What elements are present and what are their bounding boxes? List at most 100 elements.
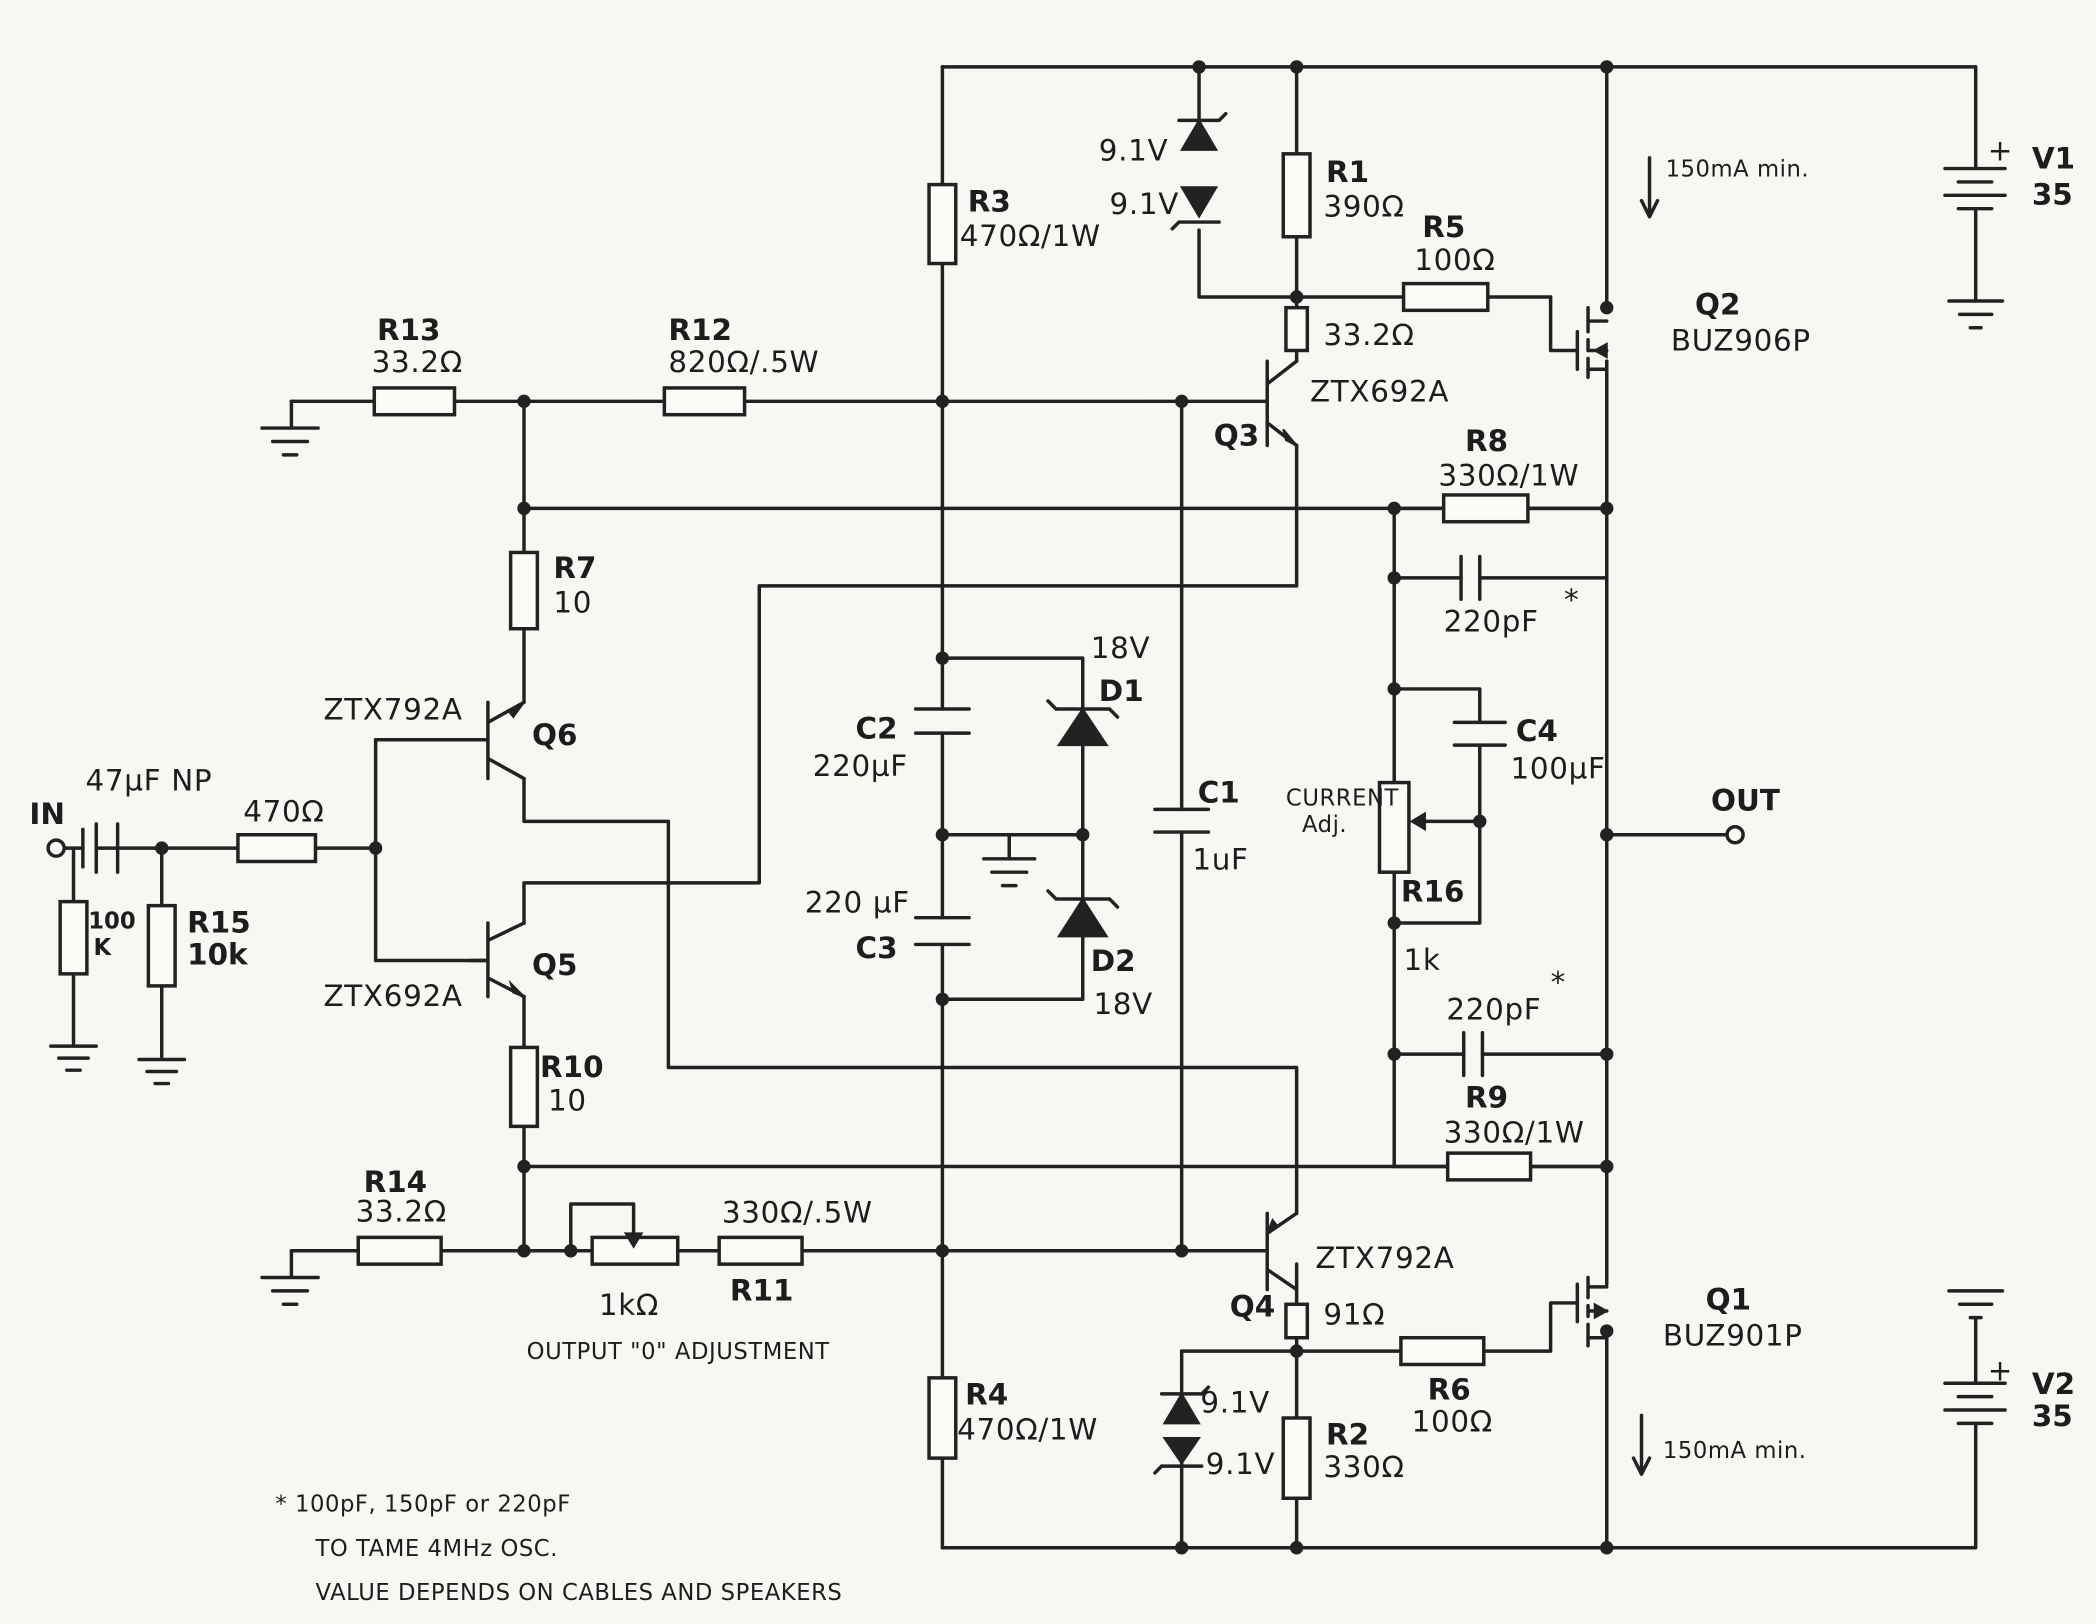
label-c4: C4 <box>1516 714 1558 748</box>
resistor-r2 <box>1281 1416 1312 1500</box>
resistor-q4-emitter <box>1284 1302 1310 1340</box>
ground-symbols <box>49 299 2005 1320</box>
label-c2-value: 220µF <box>813 749 908 783</box>
label-v1-value: 35 <box>2032 178 2073 212</box>
ground-icon <box>260 426 320 457</box>
label-r14-value: 33.2Ω <box>356 1194 447 1228</box>
label-r2-value: 330Ω <box>1323 1450 1404 1484</box>
label-r13: R13 <box>377 313 441 347</box>
label-r10-value: 10 <box>548 1083 587 1117</box>
v2-plus: + <box>1988 1354 2013 1388</box>
resistors <box>58 152 1533 1500</box>
capacitors <box>81 554 1507 1078</box>
label-c2: C2 <box>856 711 898 745</box>
zener-d1 <box>1046 699 1120 747</box>
label-d2: D2 <box>1091 944 1136 978</box>
label-r7-value: 10 <box>553 586 592 620</box>
label-q6: Q6 <box>532 718 577 752</box>
label-r3-value: 470Ω/1W <box>960 219 1101 253</box>
capacitor-c2 <box>913 707 971 735</box>
label-q5: Q5 <box>532 948 577 982</box>
label-r4: R4 <box>965 1378 1008 1412</box>
transistors <box>468 359 1299 1292</box>
capacitor-input-47uf <box>81 822 120 874</box>
label-c3: C3 <box>856 931 898 965</box>
label-in: IN <box>29 797 65 831</box>
label-r1-value: 390Ω <box>1323 190 1404 224</box>
battery-v2: + <box>1943 1315 2013 1476</box>
input-terminal <box>46 838 66 858</box>
note-line-2: TO TAME 4MHz OSC. <box>314 1536 558 1562</box>
resistor-r10 <box>508 1045 540 1129</box>
label-current-adj-1: CURRENT <box>1286 785 1399 811</box>
label-v1: V1 <box>2032 142 2075 176</box>
label-r10: R10 <box>540 1050 604 1084</box>
resistor-470-input <box>236 833 318 864</box>
capacitor-cf-bottom <box>1461 1030 1485 1078</box>
resistor-r1 <box>1281 152 1312 239</box>
ground-icon <box>982 857 1037 888</box>
label-q1: Q1 <box>1706 1283 1751 1317</box>
label-r9-value: 330Ω/1W <box>1444 1115 1585 1149</box>
label-r2: R2 <box>1326 1418 1369 1452</box>
label-c1: C1 <box>1198 776 1240 810</box>
potentiometer-wipers <box>623 811 1426 1249</box>
label-cf-bottom-star: * <box>1551 966 1566 1000</box>
label-q3: Q3 <box>1214 418 1259 452</box>
label-q6-type: ZTX792A <box>323 693 462 727</box>
battery-v1: + <box>1943 134 2013 303</box>
zener-top-1 <box>1177 111 1228 151</box>
resistor-r14 <box>356 1235 443 1266</box>
label-q1-type: BUZ901P <box>1663 1319 1803 1353</box>
label-r11: R11 <box>730 1273 794 1307</box>
label-cf-top-star: * <box>1564 583 1579 617</box>
resistor-r16 <box>1377 780 1411 874</box>
resistor-r15 <box>146 903 177 988</box>
label-r6: R6 <box>1428 1372 1471 1406</box>
label-zener-top-1: 9.1V <box>1099 134 1169 168</box>
batteries: + + <box>1943 134 2013 1476</box>
transistor-q6 <box>468 700 526 781</box>
resistor-100k <box>58 899 89 976</box>
capacitor-c4 <box>1452 720 1507 747</box>
label-c4-value: 100µF <box>1511 752 1606 786</box>
label-r16-value: 1k <box>1404 943 1441 977</box>
mosfet-q2 <box>1575 305 1609 379</box>
label-cf-bottom: 220pF <box>1446 992 1541 1026</box>
label-q4: Q4 <box>1230 1289 1275 1323</box>
label-r9: R9 <box>1465 1081 1508 1115</box>
ground-icon <box>49 1044 98 1072</box>
label-100k-a: 100 <box>88 908 135 934</box>
zener-bottom-2 <box>1153 1437 1204 1475</box>
label-r15: R15 <box>187 905 251 939</box>
resistor-r6 <box>1399 1335 1486 1367</box>
resistor-r9 <box>1445 1151 1533 1182</box>
label-r15-value: 10k <box>187 937 249 971</box>
resistor-r12 <box>662 386 747 417</box>
label-r16: R16 <box>1401 875 1465 909</box>
labels: IN OUT 47µF NP 470Ω 100 K R15 10k R13 33… <box>29 134 2075 1606</box>
label-q4-type: ZTX792A <box>1315 1241 1454 1275</box>
label-r11-value: 330Ω/.5W <box>722 1196 873 1230</box>
label-r8-value: 330Ω/1W <box>1438 459 1579 493</box>
diodes <box>1046 111 1228 1475</box>
mosfet-q1 <box>1575 1275 1609 1348</box>
label-q5-type: ZTX692A <box>323 979 462 1013</box>
label-pot: 1kΩ <box>599 1288 659 1322</box>
label-q3-emitter-resistor: 33.2Ω <box>1323 318 1414 352</box>
arrow-down-icon <box>1639 156 1660 219</box>
v1-plus: + <box>1988 134 2013 168</box>
resistor-q3-emitter <box>1284 305 1310 353</box>
note-line-3: VALUE DEPENDS ON CABLES AND SPEAKERS <box>315 1580 842 1606</box>
label-v2: V2 <box>2032 1367 2075 1401</box>
junction-dots <box>155 60 1614 1555</box>
label-d2-value: 18V <box>1093 987 1153 1021</box>
transistor-q4 <box>1265 1211 1299 1292</box>
arrow-down-icon <box>1631 1413 1652 1476</box>
label-r3: R3 <box>968 184 1011 218</box>
label-out: OUT <box>1711 784 1780 818</box>
zener-d2 <box>1046 889 1120 938</box>
current-arrows <box>1631 156 1660 1476</box>
